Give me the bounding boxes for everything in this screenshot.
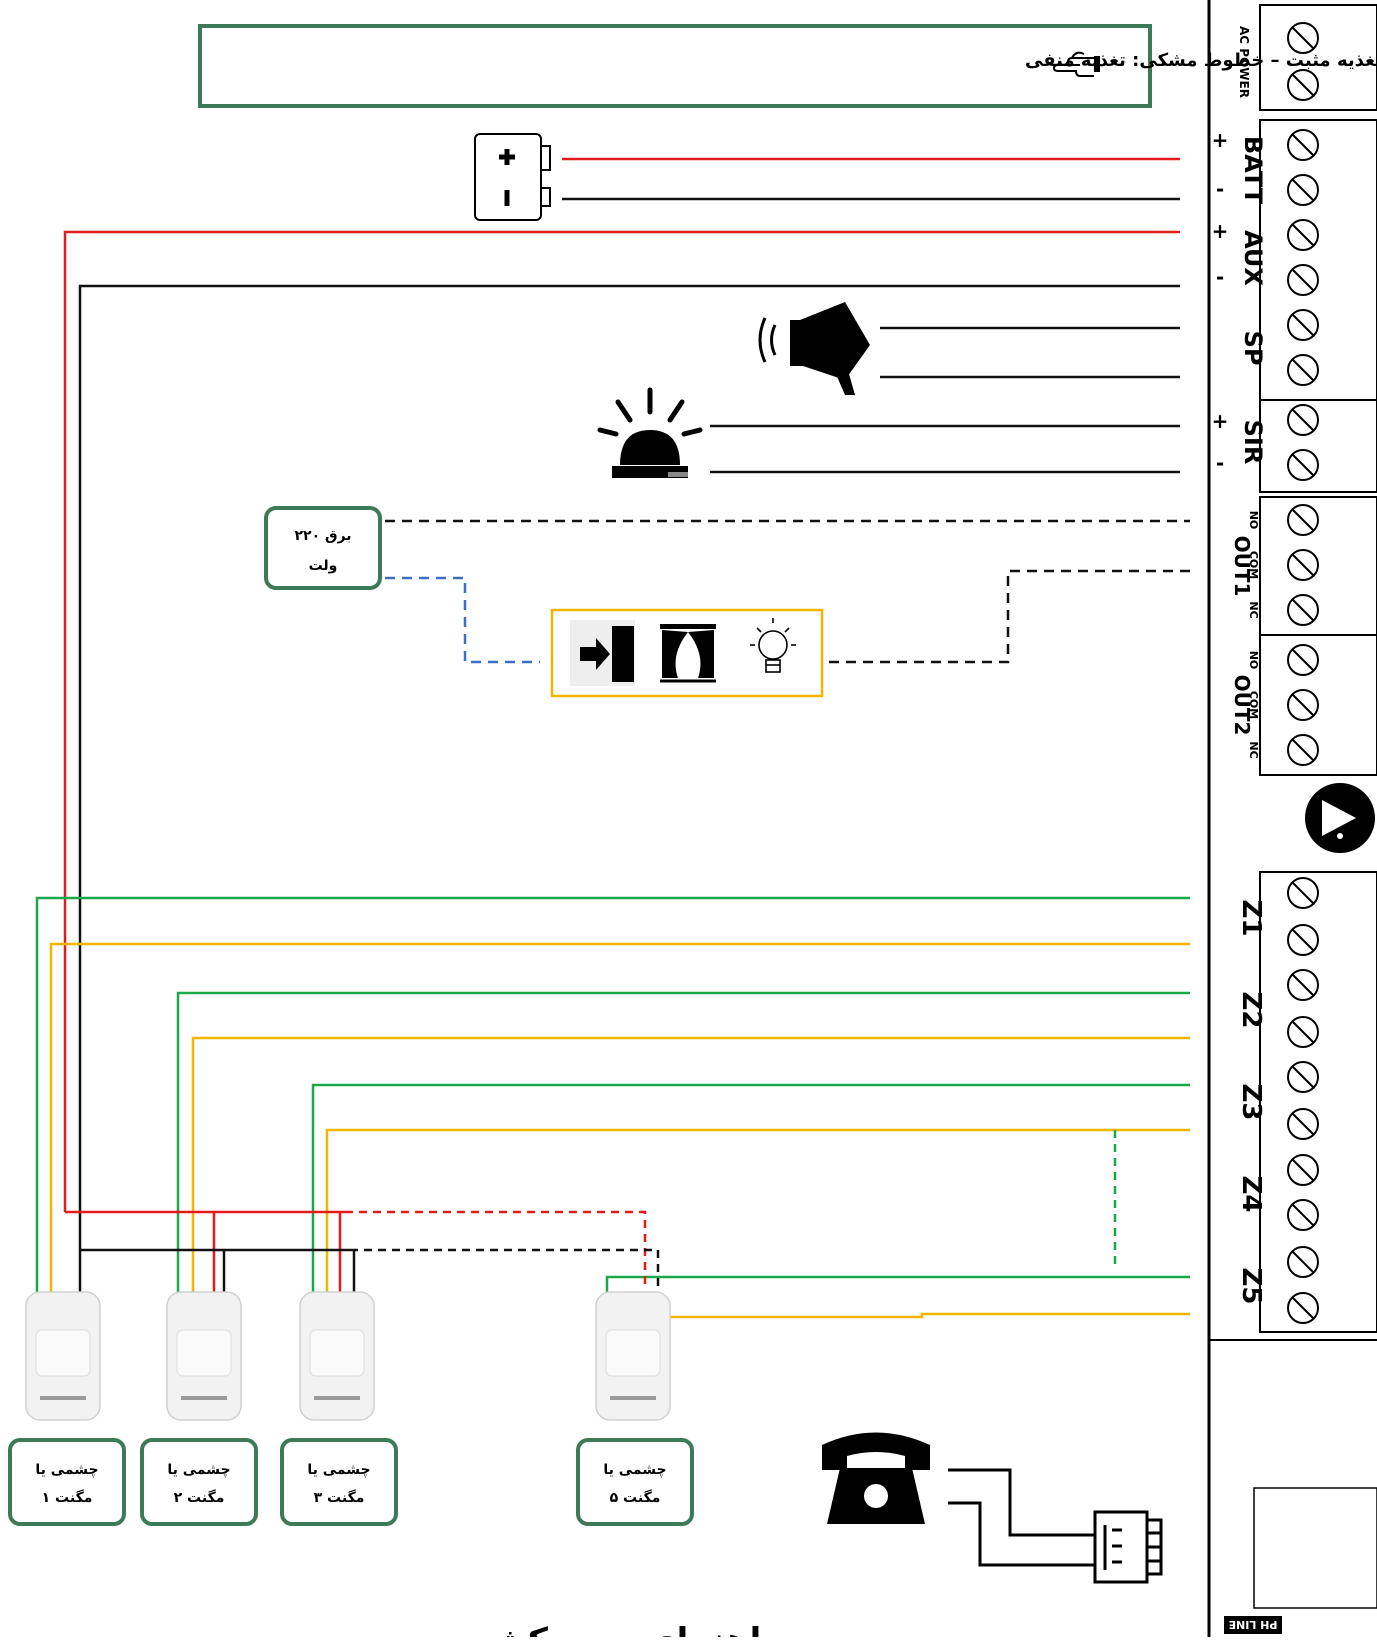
speaker-icon [758, 302, 1180, 395]
pir-sensor-2 [166, 1291, 242, 1421]
label-batt: BATT [1239, 136, 1267, 205]
screw-z1-b [1287, 924, 1319, 956]
sensor-label-2-line2: مگنت ۲ [174, 1489, 225, 1506]
screw-sp-2 [1287, 354, 1319, 386]
screw-out1-com [1287, 549, 1319, 581]
sensor-label-5-line1: چشمی یا [603, 1462, 666, 1478]
phone-jack-icon [1093, 1510, 1163, 1584]
sensor-label-5-line2: مگنت ۵ [610, 1489, 661, 1506]
label-sp: SP [1239, 331, 1267, 366]
pir-sensor-5 [595, 1291, 671, 1421]
screw-out1-no [1287, 504, 1319, 536]
siren-icon [597, 387, 1180, 478]
label-out2-nc: NC [1247, 741, 1260, 758]
label-out2: OUT2 [1230, 675, 1254, 736]
phone-wires [948, 1468, 1095, 1567]
screw-batt-minus [1287, 174, 1319, 206]
sensor-label-3-line1: چشمی یا [307, 1462, 370, 1478]
label-out1: OUT1 [1230, 536, 1254, 597]
screw-out2-nc [1287, 734, 1319, 766]
power-220-box: برق ۲۲۰ ولت [264, 506, 382, 590]
label-aux-plus: + [1212, 219, 1229, 243]
curtain-icon [660, 624, 716, 683]
ph-line-label: PH LINE [1229, 1618, 1278, 1631]
panel-frame: PH LINE [1207, 0, 1377, 1637]
pir-sensor-3 [299, 1291, 375, 1421]
pir-sensor-1 [25, 1291, 101, 1421]
battery-icon [474, 133, 551, 221]
screw-ac-2 [1287, 69, 1319, 101]
screw-out2-com [1287, 689, 1319, 721]
screw-z2-a [1287, 969, 1319, 1001]
terminal-labels: AC POWER BATT AUX SP SIR OUT1 OUT2 NO CO… [1212, 26, 1267, 1304]
terminal-screws [1287, 22, 1319, 1324]
wires-output [385, 519, 1190, 664]
sensor-label-5: چشمی یا مگنت ۵ [576, 1438, 694, 1526]
screw-z5-a [1287, 1246, 1319, 1278]
telephone-icon [822, 1432, 930, 1524]
sensor-label-1-line1: چشمی یا [35, 1462, 98, 1478]
screw-sir-plus [1287, 404, 1319, 436]
terminal-blocks [1259, 4, 1377, 1333]
label-sir-minus: - [1216, 451, 1224, 475]
legend-box: خطوط سبز و زرد: سیگنال – خطوط قرمز: تغذی… [198, 24, 1377, 108]
label-z4: Z4 [1236, 1176, 1266, 1213]
label-ac-power: AC POWER [1237, 26, 1251, 98]
label-z3: Z3 [1236, 1084, 1266, 1121]
logo-icon [1305, 783, 1375, 853]
label-out1-no: NO [1247, 511, 1260, 530]
pointing-hand-icon [1052, 51, 1100, 77]
label-out1-nc: NC [1247, 601, 1260, 618]
sensor-label-1-line2: مگنت ۱ [42, 1489, 93, 1506]
sensor-label-3: چشمی یا مگنت ۳ [280, 1438, 398, 1526]
screw-sir-minus [1287, 449, 1319, 481]
label-out1-com: COM [1247, 551, 1260, 579]
label-sir: SIR [1239, 420, 1267, 465]
screw-z5-b [1287, 1292, 1319, 1324]
screw-z1-a [1287, 877, 1319, 909]
screw-sp-1 [1287, 309, 1319, 341]
footer-title: راهنمای سیم کشی [459, 1621, 781, 1637]
sensor-label-2: چشمی یا مگنت ۲ [140, 1438, 258, 1526]
screw-ac-1 [1287, 22, 1319, 54]
screw-z3-b [1287, 1108, 1319, 1140]
power-label-line2: ولت [309, 558, 338, 574]
label-out2-no: NO [1247, 651, 1260, 670]
wires-zones [35, 896, 1190, 1319]
label-z5: Z5 [1236, 1268, 1266, 1305]
label-batt-plus: + [1212, 128, 1229, 152]
screw-aux-minus [1287, 264, 1319, 296]
device-box [550, 608, 824, 698]
wires-power [63, 157, 1180, 1300]
screw-z4-b [1287, 1199, 1319, 1231]
bulb-icon [750, 618, 796, 673]
wires-sensor-power [65, 1210, 660, 1293]
screw-z3-a [1287, 1061, 1319, 1093]
label-aux: AUX [1239, 230, 1267, 286]
sensor-label-1: چشمی یا مگنت ۱ [8, 1438, 126, 1526]
screw-out2-no [1287, 644, 1319, 676]
sensor-label-3-line2: مگنت ۳ [314, 1489, 365, 1506]
label-z1: Z1 [1236, 900, 1266, 937]
label-batt-minus: - [1216, 177, 1224, 201]
sensor-label-2-line1: چشمی یا [167, 1462, 230, 1478]
label-aux-minus: - [1216, 265, 1224, 289]
screw-aux-plus [1287, 219, 1319, 251]
screw-z4-a [1287, 1154, 1319, 1186]
screw-batt-plus [1287, 129, 1319, 161]
screw-out1-nc [1287, 594, 1319, 626]
label-sir-plus: + [1212, 409, 1229, 433]
label-out2-com: COM [1247, 691, 1260, 719]
screw-z2-b [1287, 1016, 1319, 1048]
label-z2: Z2 [1236, 992, 1266, 1029]
legend-text: خطوط سبز و زرد: سیگنال – خطوط قرمز: تغذی… [1025, 49, 1377, 71]
door-icon [570, 620, 635, 686]
power-label-line1: برق ۲۲۰ [295, 528, 352, 544]
